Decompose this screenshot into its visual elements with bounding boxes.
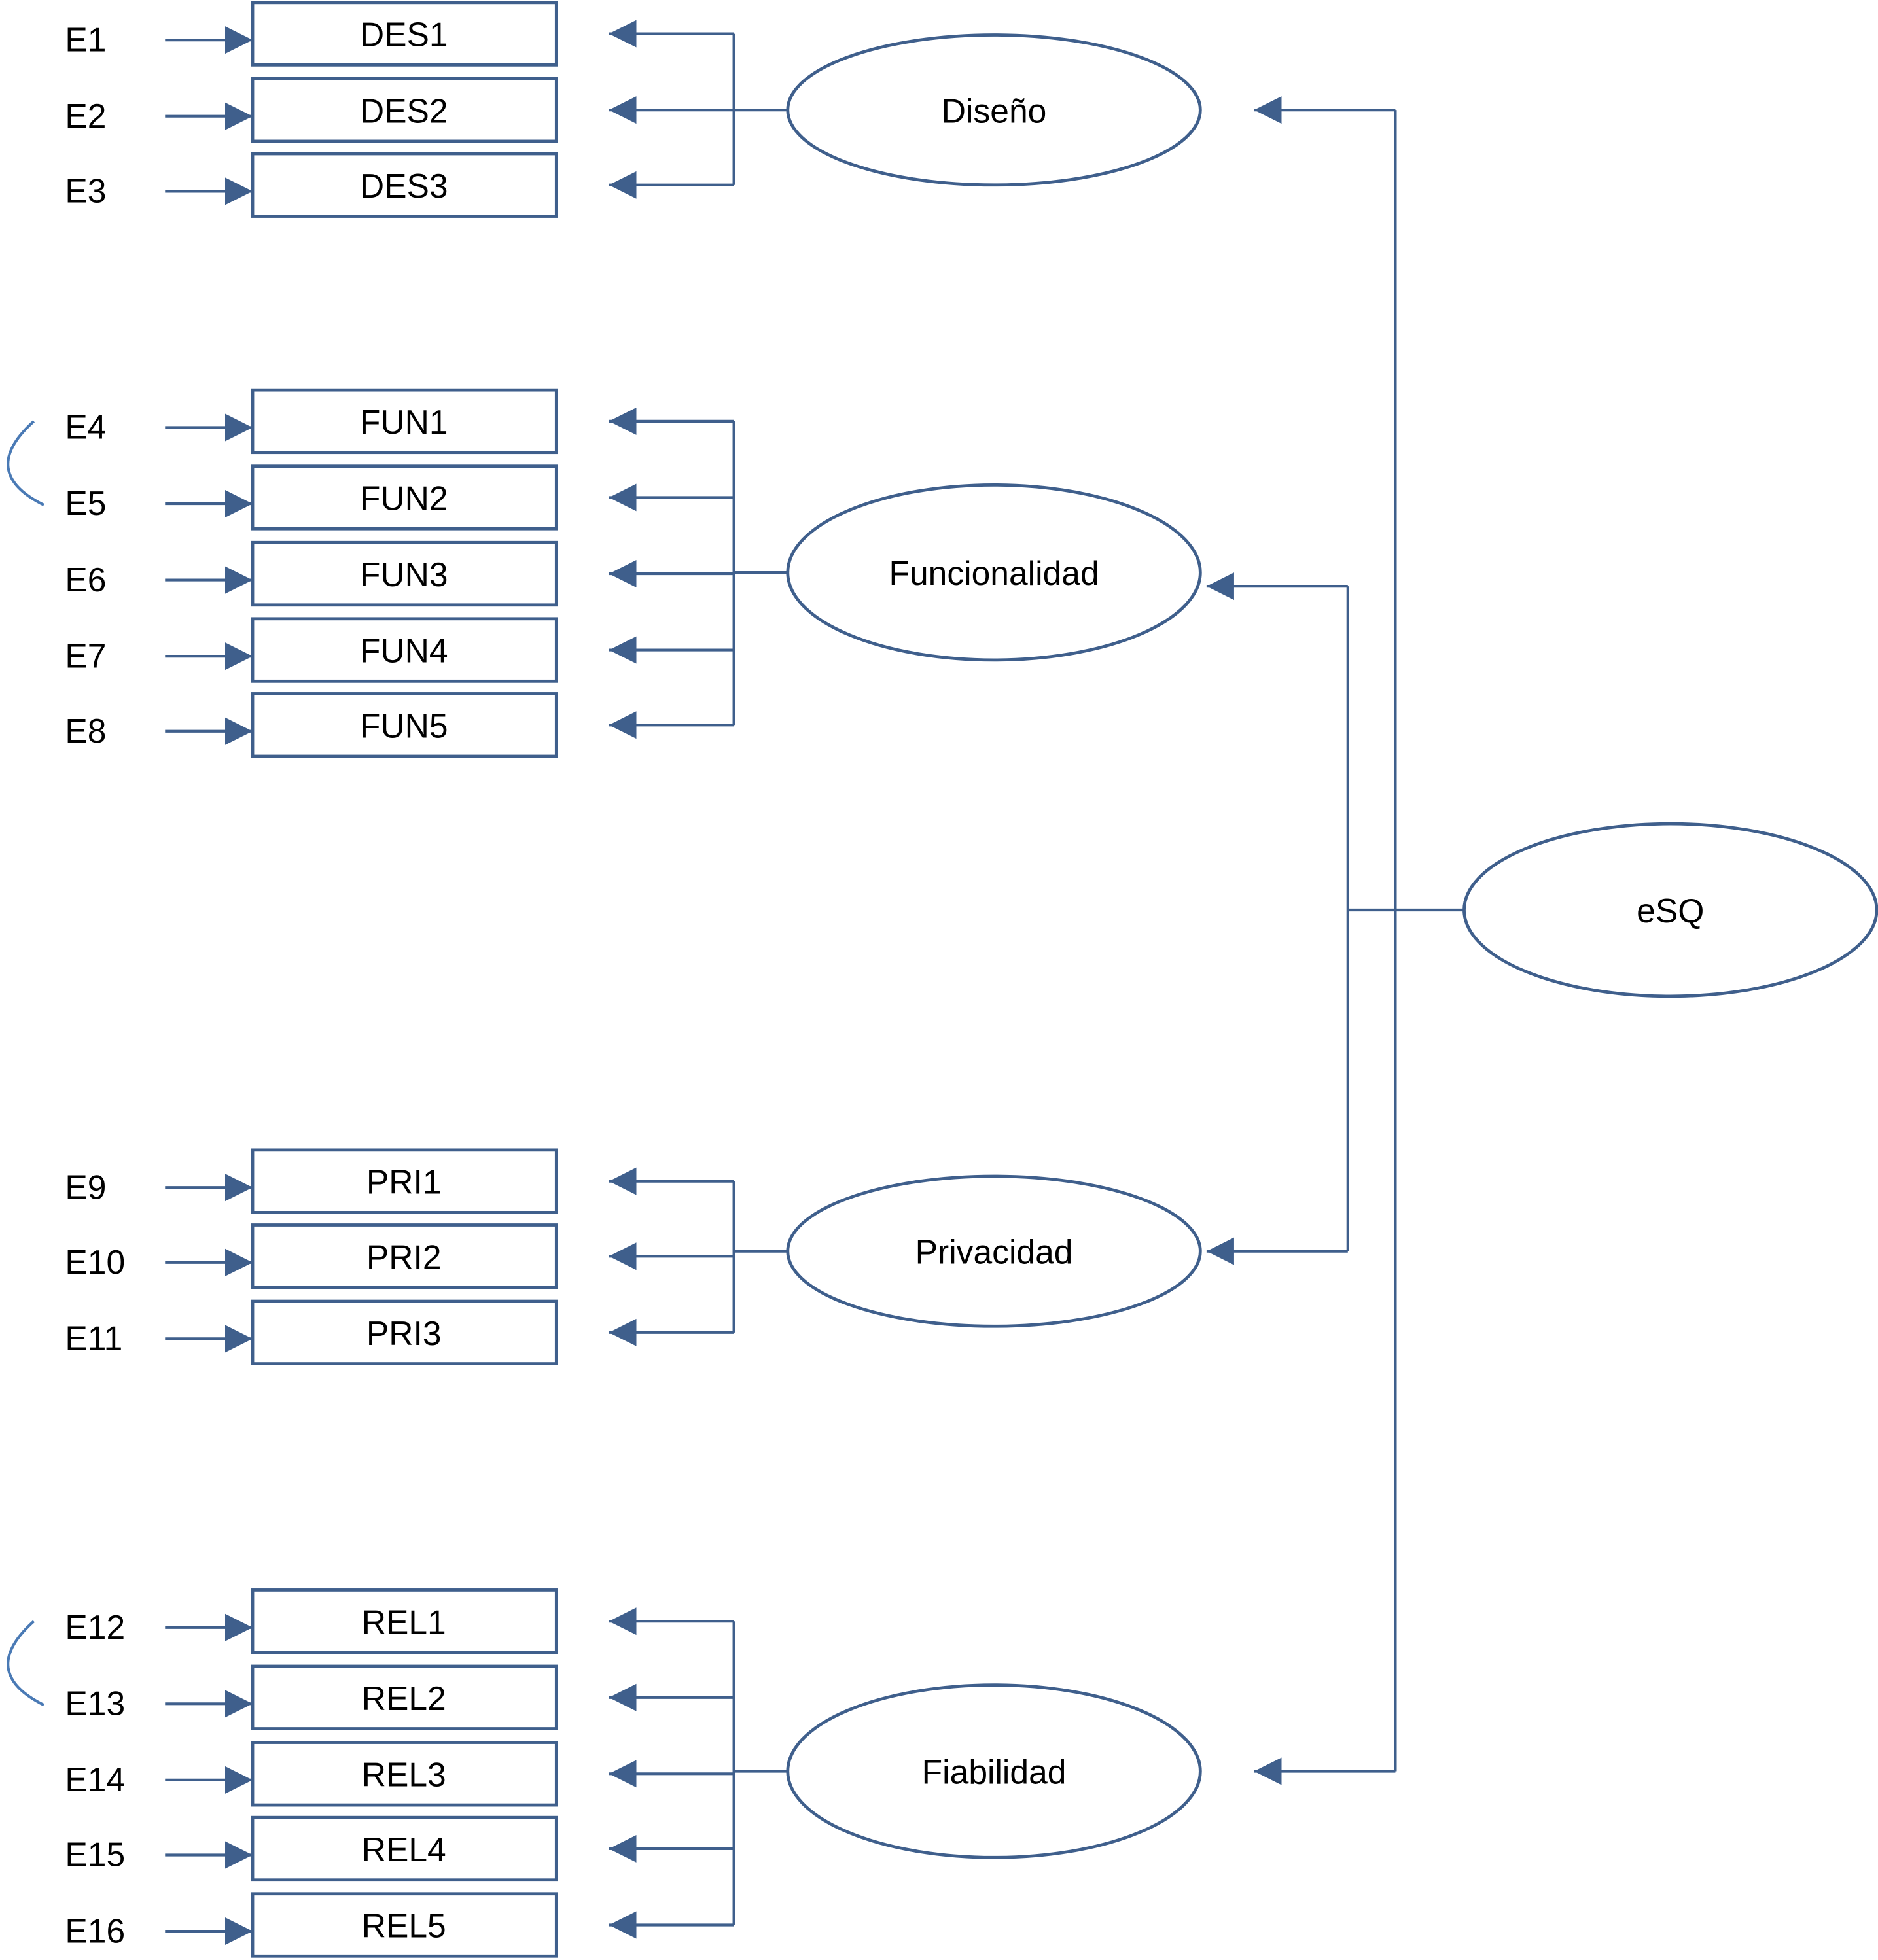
indicator-box — [251, 1, 558, 67]
factor-ellipse — [786, 1174, 1202, 1328]
error-label: E15 — [65, 1836, 125, 1874]
indicator-box — [251, 1223, 558, 1289]
esq-label: eSQ — [1637, 892, 1704, 930]
indicator-label: PRI3 — [366, 1314, 442, 1352]
indicator-box — [251, 1815, 558, 1882]
factor-label: Diseño — [942, 92, 1047, 130]
esq-ellipse — [1462, 822, 1878, 998]
indicator-label: FUN5 — [360, 707, 448, 744]
error-label: E7 — [65, 637, 106, 674]
factor-label: Fiabilidad — [922, 1753, 1067, 1791]
indicator-box — [251, 388, 558, 455]
indicator-label: DES2 — [360, 92, 448, 130]
indicator-label: PRI2 — [366, 1238, 442, 1276]
indicator-box — [251, 1664, 558, 1730]
indicator-box — [251, 1588, 558, 1654]
indicator-label: REL3 — [362, 1755, 446, 1793]
indicator-box — [251, 1148, 558, 1214]
indicator-box — [251, 1741, 558, 1807]
error-label: E3 — [65, 172, 106, 210]
indicator-label: REL2 — [362, 1679, 446, 1717]
error-label: E10 — [65, 1243, 125, 1281]
indicator-label: REL4 — [362, 1830, 446, 1868]
indicator-label: REL1 — [362, 1603, 446, 1641]
error-label: E14 — [65, 1760, 125, 1798]
indicator-box — [251, 152, 558, 218]
indicator-box — [251, 1299, 558, 1365]
indicator-box — [251, 77, 558, 143]
indicator-box — [251, 617, 558, 683]
factor-ellipse — [786, 483, 1202, 662]
error-label: E12 — [65, 1608, 125, 1646]
error-label: E2 — [65, 97, 106, 135]
indicator-label: REL5 — [362, 1907, 446, 1945]
factor-label: Funcionalidad — [889, 554, 1099, 592]
error-label: E16 — [65, 1912, 125, 1950]
indicator-label: FUN3 — [360, 555, 448, 593]
error-correlation-curve — [7, 420, 44, 506]
factor-ellipse — [786, 33, 1202, 187]
indicator-box — [251, 692, 558, 758]
indicator-label: DES1 — [360, 16, 448, 54]
factor-ellipse — [786, 1683, 1202, 1859]
indicator-box — [251, 540, 558, 607]
indicator-box — [251, 1892, 558, 1958]
error-label: E9 — [65, 1168, 106, 1206]
error-label: E1 — [65, 20, 106, 58]
error-label: E13 — [65, 1685, 125, 1723]
indicator-label: PRI1 — [366, 1163, 442, 1201]
factor-label: Privacidad — [915, 1233, 1073, 1271]
error-correlation-curve — [7, 1620, 44, 1707]
indicator-box — [251, 464, 558, 531]
error-label: E5 — [65, 484, 106, 522]
indicator-label: DES3 — [360, 167, 448, 205]
indicator-label: FUN2 — [360, 480, 448, 517]
indicator-label: FUN1 — [360, 403, 448, 441]
error-label: E11 — [65, 1320, 122, 1357]
error-label: E6 — [65, 561, 106, 599]
error-label: E8 — [65, 712, 106, 750]
error-label: E4 — [65, 408, 106, 446]
indicator-label: FUN4 — [360, 632, 448, 670]
